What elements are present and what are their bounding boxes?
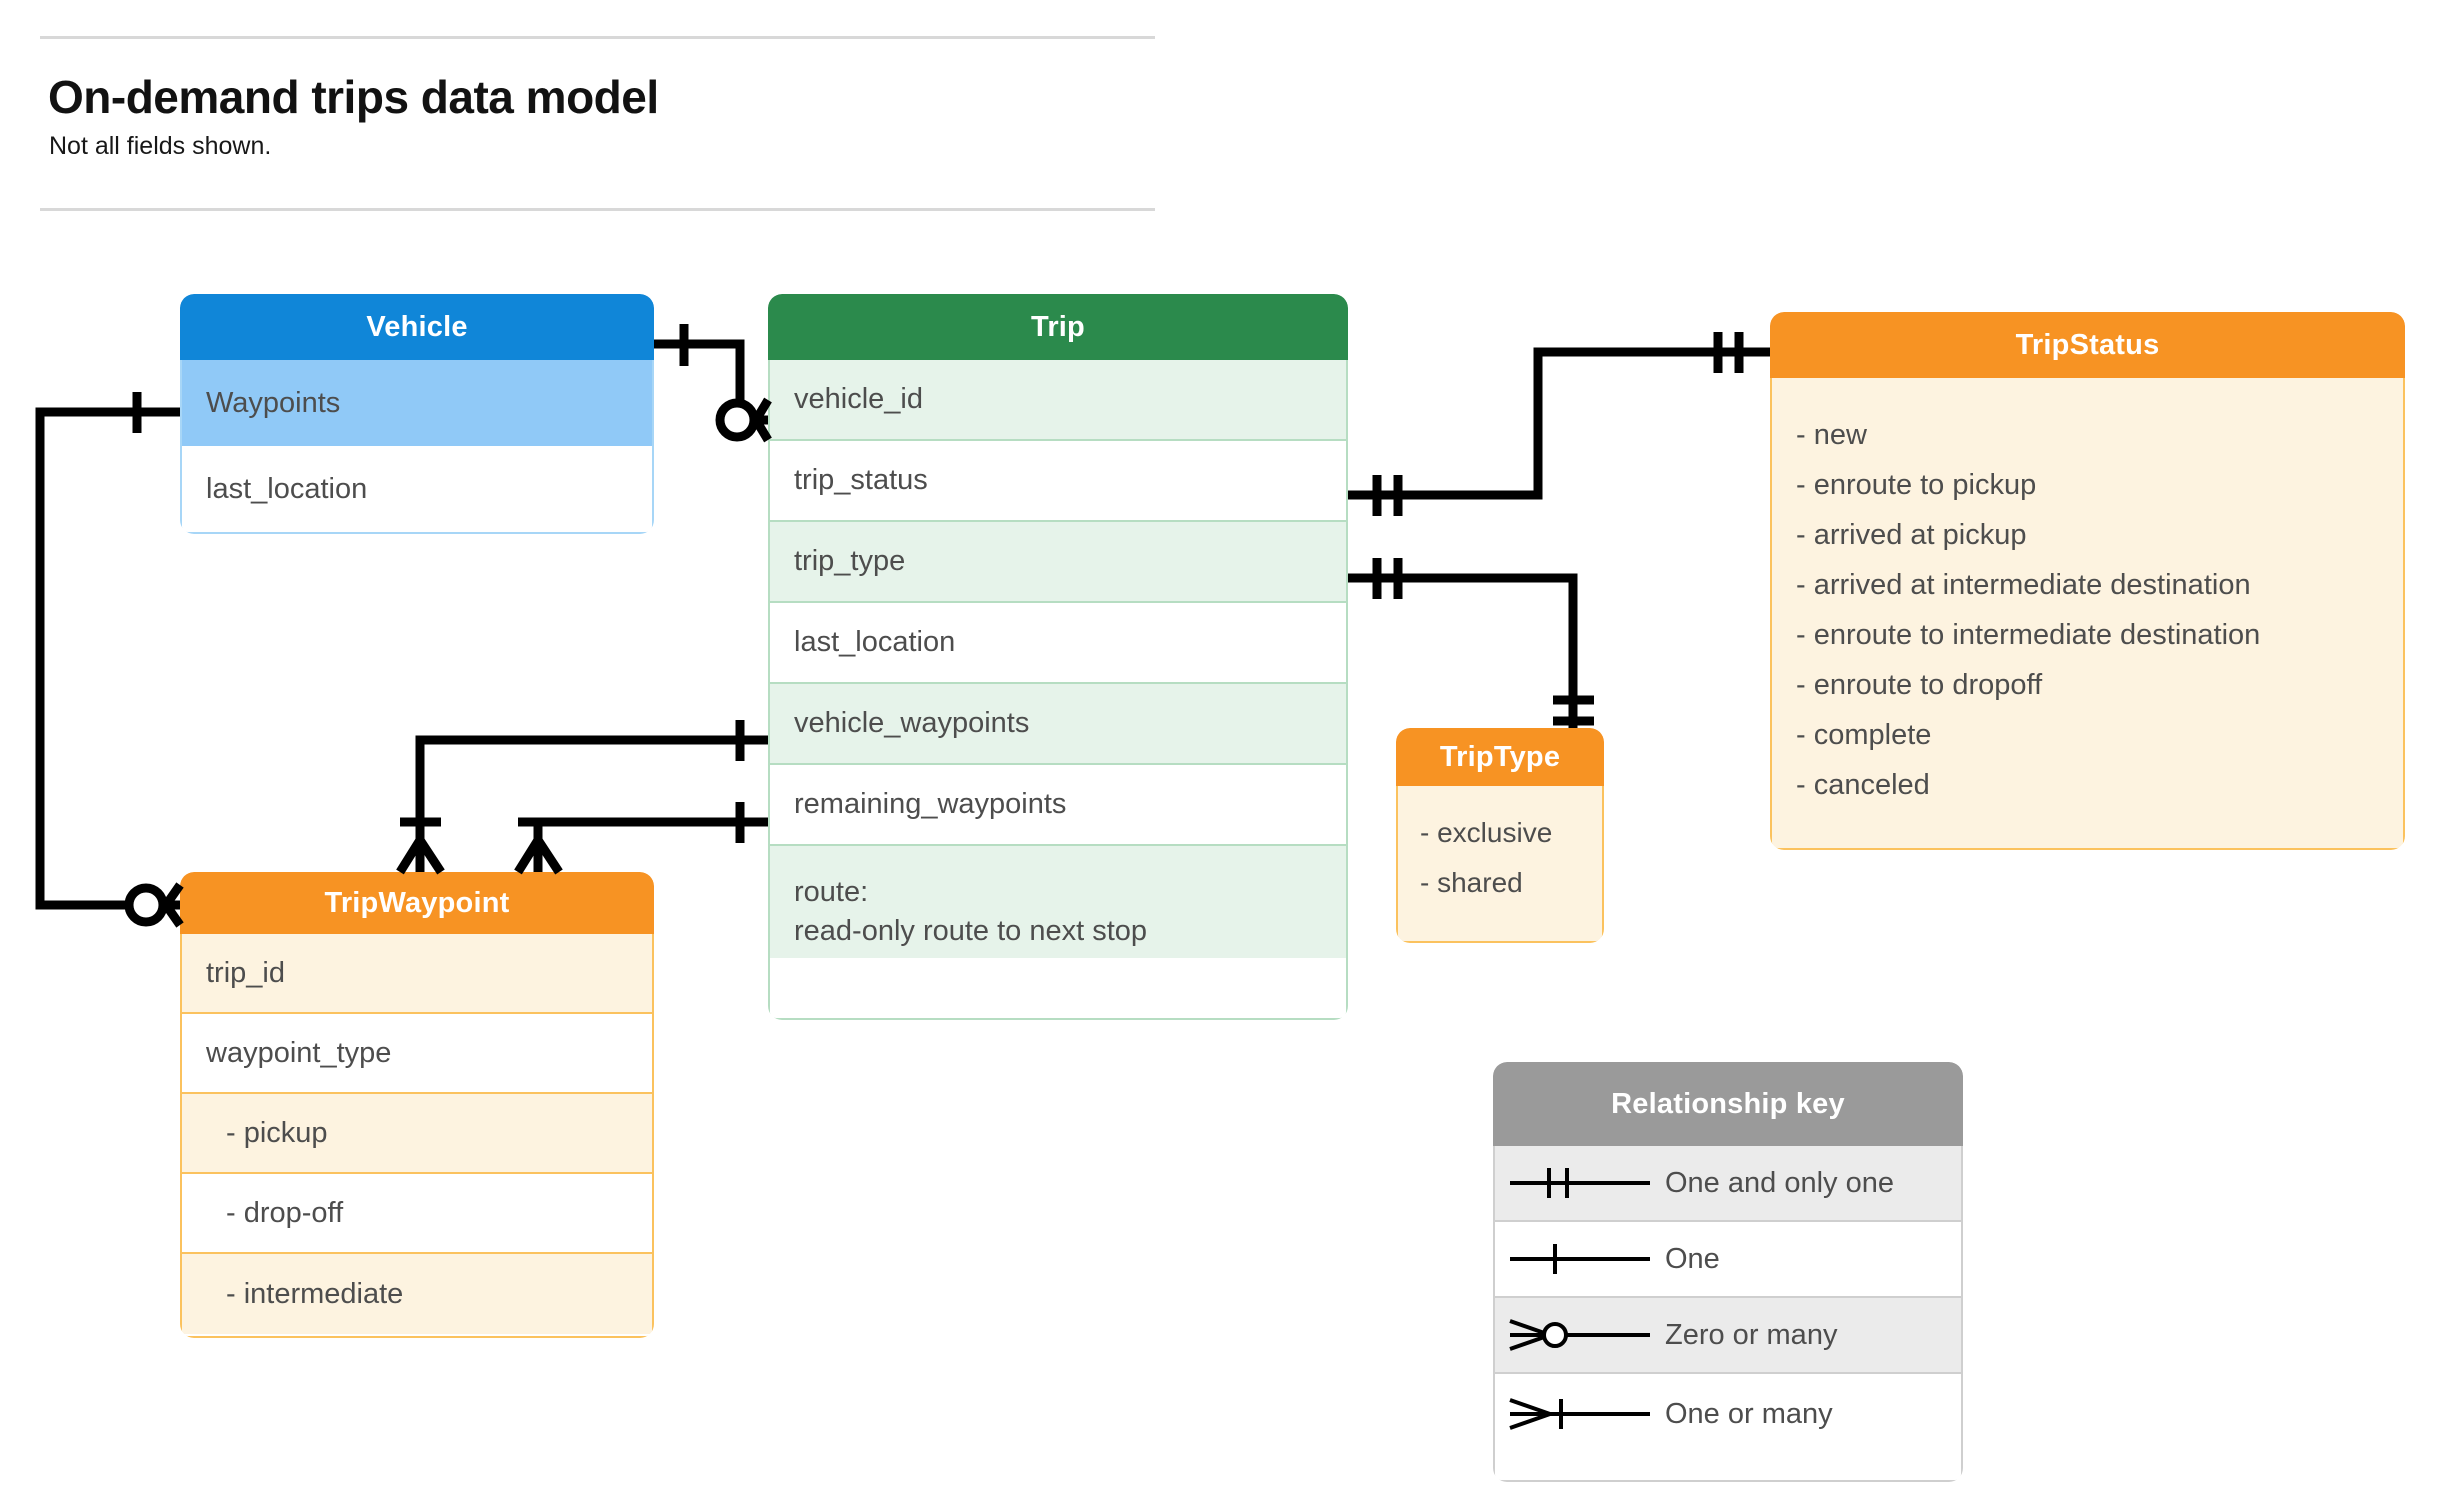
crowfoot-zero-or-many-trip-vehicle-id [715,397,772,443]
field-trip-vehicle-waypoints: vehicle_waypoints [770,684,1346,765]
crowfoot-one-or-many-tripwaypoint-a [396,817,445,875]
trip-status-value: - arrived at pickup [1796,519,2027,551]
field-trip-vehicle-id: vehicle_id [770,360,1346,441]
field-tripwaypoint-intermediate: - intermediate [182,1254,652,1334]
field-tripwaypoint-pickup: - pickup [182,1094,652,1174]
trip-status-value: - canceled [1796,769,1930,801]
connector-trip-remaining-waypoints [533,817,768,855]
trip-type-value: - exclusive [1420,817,1553,848]
field-trip-remaining-waypoints: remaining_waypoints [770,765,1346,846]
connector-trip-vehicle-waypoints [415,735,768,855]
legend-row: One [1495,1222,1961,1298]
trip-status-value: - complete [1796,719,1932,751]
one-and-only-one-icon [1495,1163,1665,1203]
entity-vehicle[interactable]: Vehicle Waypoints last_location [180,294,654,534]
entity-trip-waypoint-fields: trip_id waypoint_type - pickup - drop-of… [180,934,654,1338]
legend-label: One or many [1665,1397,1833,1430]
legend-row: One or many [1495,1374,1961,1454]
trip-type-value: - shared [1420,867,1523,898]
field-vehicle-waypoints: Waypoints [182,360,652,446]
entity-trip-status[interactable]: TripStatus - new - enroute to pickup - a… [1770,312,2405,850]
trip-status-value: - new [1796,419,1867,451]
entity-trip-title: Trip [768,294,1348,360]
field-tripwaypoint-trip-id: trip_id [182,934,652,1014]
field-trip-route-line1: route: [794,875,869,908]
legend-label: One and only one [1665,1166,1894,1199]
connector-vehicle-trip [654,339,745,420]
trip-status-value: - arrived at intermediate destination [1796,569,2251,601]
field-trip-route: route: read-only route to next stop [770,846,1346,958]
legend-row: Zero or many [1495,1298,1961,1374]
entity-trip-waypoint[interactable]: TripWaypoint trip_id waypoint_type - pic… [180,872,654,1338]
page-subtitle: Not all fields shown. [49,132,272,160]
header-rule-top [40,36,1155,39]
page-title: On-demand trips data model [48,71,659,123]
field-vehicle-last-location: last_location [206,472,368,505]
crowfoot-one-or-many-tripwaypoint-b [514,817,563,875]
entity-trip[interactable]: Trip vehicle_id trip_status trip_type la… [768,294,1348,1020]
relationship-key[interactable]: Relationship key One and only one [1493,1062,1963,1482]
relationship-key-rows: One and only one One [1493,1146,1963,1482]
field-tripwaypoint-waypoint-type: waypoint_type [182,1014,652,1094]
field-trip-trip-status: trip_status [770,441,1346,522]
entity-trip-type-title: TripType [1396,728,1604,786]
legend-label: Zero or many [1665,1318,1838,1351]
connector-trip-triptype [1348,573,1578,728]
entity-trip-waypoint-title: TripWaypoint [180,872,654,934]
trip-status-value: - enroute to pickup [1796,469,2037,501]
header-rule-bottom [40,208,1155,211]
field-trip-route-line2: read-only route to next stop [794,915,1148,947]
crowfoot-zero-or-many-tripwaypoint-header [124,882,184,928]
field-trip-trip-type: trip_type [770,522,1346,603]
field-trip-last-location: last_location [770,603,1346,684]
legend-label: One [1665,1242,1720,1275]
relationship-key-title: Relationship key [1493,1062,1963,1146]
entity-vehicle-fields: Waypoints last_location [180,360,654,534]
zero-or-many-icon [1495,1315,1665,1355]
connector-trip-tripstatus [1348,347,1770,500]
entity-trip-type[interactable]: TripType - exclusive - shared [1396,728,1604,943]
one-icon [1495,1239,1665,1279]
entity-trip-status-values: - new - enroute to pickup - arrived at p… [1770,378,2405,850]
entity-vehicle-title: Vehicle [180,294,654,360]
entity-trip-fields: vehicle_id trip_status trip_type last_lo… [768,360,1348,1020]
trip-status-value: - enroute to intermediate destination [1796,619,2261,651]
field-tripwaypoint-drop-off: - drop-off [182,1174,652,1254]
legend-row: One and only one [1495,1146,1961,1222]
one-or-many-icon [1495,1394,1665,1434]
connector-vehicle-tripwaypoint [35,407,180,910]
entity-trip-status-title: TripStatus [1770,312,2405,378]
trip-status-value: - enroute to dropoff [1796,669,2043,701]
entity-trip-type-values: - exclusive - shared [1396,786,1604,943]
